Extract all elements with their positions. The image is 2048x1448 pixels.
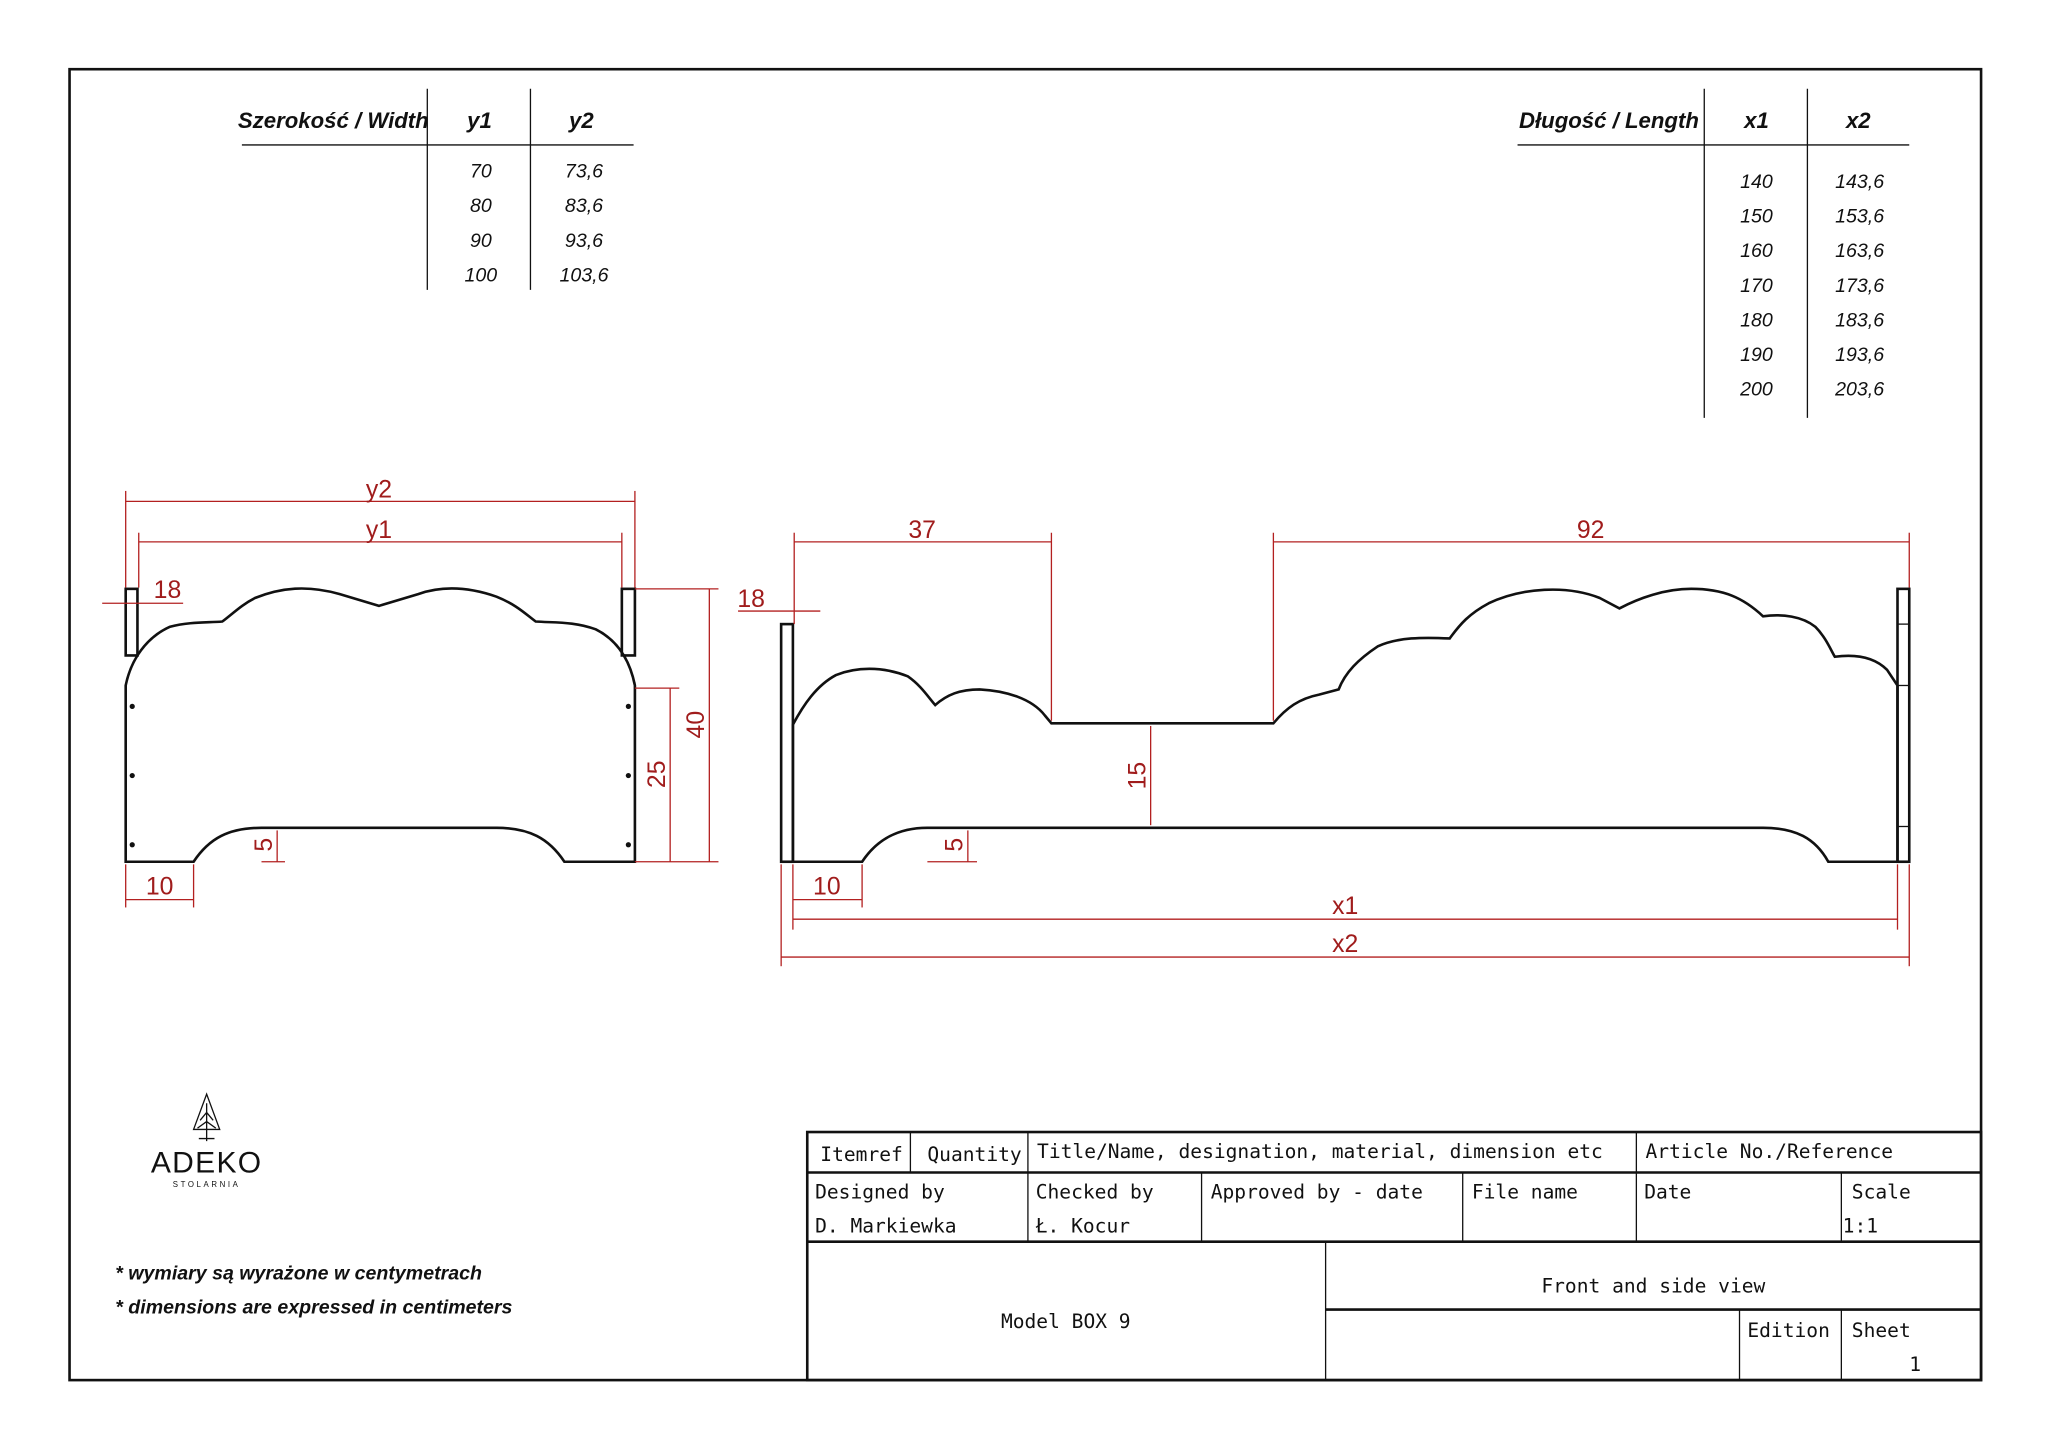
drawing-frame [68,67,1983,1382]
length_table-cell: 193,6 [1835,344,1884,366]
width_table-cell: 70 [470,161,492,183]
designed-by-label: Designed by [815,1181,945,1204]
dim-left-37: 37 [908,517,936,544]
sheet-label: Sheet [1852,1319,1911,1342]
length_table-cell: 203,6 [1834,379,1884,401]
front-view: y2 y1 18 40 25 5 10 [102,476,719,908]
logo-sub: STOLARNIA [173,1180,241,1189]
file-name-label: File name [1472,1181,1578,1204]
note-polish: * wymiary są wyrażone w centymetrach [115,1263,482,1285]
dim-height-40: 40 [683,711,710,739]
checker-name: Ł. Kocur [1035,1215,1131,1238]
length_table-cell: 170 [1740,275,1773,297]
width_table-cell: 83,6 [565,195,603,217]
length_table-cell: 200 [1739,379,1773,401]
length-col-x1: x1 [1743,108,1769,133]
length_table-cell: 140 [1740,171,1773,193]
title-name-label: Title/Name, designation, material, dimen… [1037,1140,1603,1163]
length_table-cell: 180 [1740,309,1773,331]
approved-label: Approved by - date [1211,1181,1423,1204]
dim-x2: x2 [1332,931,1358,958]
itemref-label: Itemref [820,1143,903,1166]
length_table-cell: 153,6 [1835,206,1884,228]
checked-by-label: Checked by [1036,1181,1154,1204]
dim-post-18: 18 [737,586,765,613]
length_table-cell: 173,6 [1835,275,1884,297]
title-block: Itemref Quantity Title/Name, designation… [805,1130,1983,1382]
dim-dip-15: 15 [1124,762,1151,790]
width-table-header: Szerokość / Width [238,108,429,133]
date-label: Date [1644,1181,1691,1204]
side-view: 37 92 18 15 5 10 x1 x2 [737,517,1911,967]
width-col-y2: y2 [568,108,594,133]
logo-name: ADEKO [151,1147,263,1180]
dim-x1: x1 [1332,893,1358,920]
scale-value: 1:1 [1843,1215,1878,1238]
width-table: Szerokość / Width y1 y2 70 73,6 80 83,6 90 93… [238,88,634,290]
edition-label: Edition [1747,1319,1830,1342]
note-english: * dimensions are expressed in centimeter… [115,1297,512,1319]
dim-post-18: 18 [154,577,182,604]
sheet-number: 1 [1909,1353,1921,1376]
length_table-cell: 160 [1740,240,1773,262]
dim-right-92: 92 [1577,517,1605,544]
dim-leg-10: 10 [146,873,174,900]
model-name: Model BOX 9 [1001,1310,1131,1333]
dim-cut-5: 5 [942,838,969,852]
width_table-cell: 93,6 [565,230,603,252]
dim-cut-5: 5 [251,838,278,852]
length_table-cell: 190 [1740,344,1773,366]
adeko-logo: ADEKO STOLARNIA [151,1092,263,1189]
width_table-cell: 80 [470,195,492,217]
quantity-label: Quantity [927,1143,1022,1166]
length-table-header: Długość / Length [1519,108,1699,133]
view-title: Front and side view [1541,1275,1765,1298]
width_table-cell: 103,6 [559,264,608,286]
length-table: Długość / Length x1 x2 140 143,6 150 153,6 1… [1517,88,1910,418]
article-label: Article No./Reference [1646,1140,1894,1163]
width_table-cell: 90 [470,230,492,252]
width-col-y1: y1 [466,108,492,133]
length_table-cell: 143,6 [1835,171,1884,193]
length-col-x2: x2 [1845,108,1871,133]
length_table-cell: 150 [1740,206,1773,228]
width_table-cell: 100 [465,264,498,286]
scale-label: Scale [1852,1181,1911,1204]
dim-y2: y2 [366,476,392,503]
dim-leg-10: 10 [813,873,841,900]
designer-name: D. Markiewka [815,1215,956,1238]
length_table-cell: 163,6 [1835,240,1884,262]
dim-side-25: 25 [644,760,671,788]
width_table-cell: 73,6 [565,161,603,183]
length_table-cell: 183,6 [1835,309,1884,331]
dim-y1: y1 [366,517,392,544]
